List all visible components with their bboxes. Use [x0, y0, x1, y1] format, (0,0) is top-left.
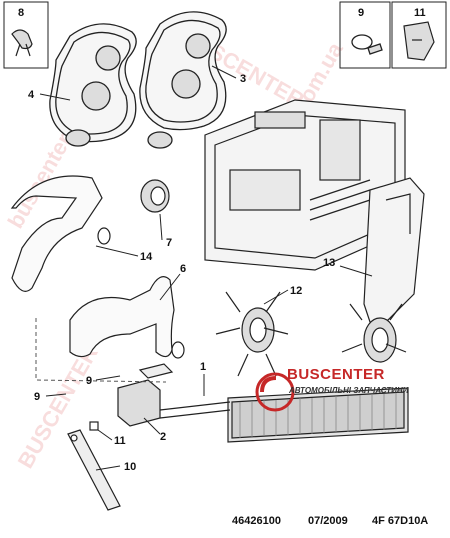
callout-10: 10: [124, 461, 136, 473]
callout-11-top: 11: [414, 7, 426, 19]
pipe-14: [10, 175, 111, 292]
footer-part-number: 46426100: [232, 515, 281, 527]
callout-14: 14: [140, 251, 153, 263]
callout-3: 3: [240, 73, 246, 85]
bracket-10: [67, 421, 121, 511]
callout-4: 4: [28, 89, 35, 101]
footer-date: 07/2009: [308, 515, 348, 527]
flange-12: [215, 291, 289, 377]
brand-subtitle: АВТОМОБІЛЬНІ ЗАПЧАСТИНИ: [289, 386, 409, 395]
hose-clamp-9: [351, 34, 383, 55]
leader-lines: [39, 65, 373, 471]
brand-name: BUSCENTER: [287, 366, 385, 383]
heater-housing: [204, 99, 406, 271]
callout-9-top: 9: [358, 7, 364, 19]
pipe-6: [69, 276, 185, 359]
callout-1: 1: [200, 361, 206, 373]
callout-13: 13: [323, 257, 335, 269]
callout-9-left: 9: [34, 391, 40, 403]
gasket-3: [139, 11, 227, 149]
heater-core-1: [159, 387, 409, 443]
buscenter-logo: [255, 372, 295, 412]
callout-11-bottom: 11: [114, 435, 126, 447]
callout-7: 7: [166, 237, 172, 249]
clip-8: [11, 29, 33, 57]
seal-7: [140, 179, 170, 213]
callout-frame-11: [391, 1, 447, 69]
holder-11: [403, 21, 435, 61]
callout-6: 6: [180, 263, 186, 275]
callout-frame-9: [339, 1, 391, 69]
callout-9-mid: 9: [86, 375, 92, 387]
callout-2: 2: [160, 431, 166, 443]
callout-12: 12: [290, 285, 302, 297]
callout-frame-8: [3, 1, 49, 69]
assembly-guide-line: [35, 318, 167, 383]
gasket-4: [49, 23, 137, 147]
footer-code: 4F 67D10A: [372, 515, 429, 527]
duct-13: [341, 177, 425, 363]
callout-8: 8: [18, 7, 24, 19]
seal-block-2: [117, 363, 174, 427]
